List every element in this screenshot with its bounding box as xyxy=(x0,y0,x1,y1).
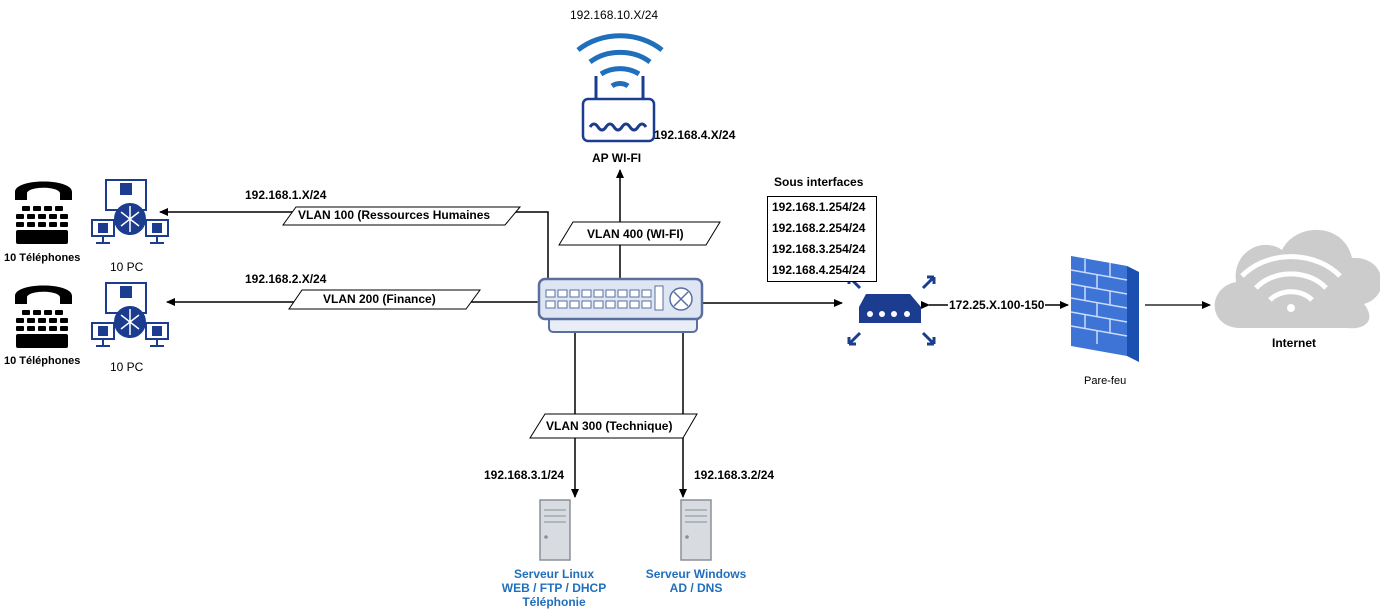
wifi-access-point-icon xyxy=(576,33,664,143)
vlan300-shape xyxy=(529,413,698,439)
firewall-icon xyxy=(1070,256,1139,362)
vlan100-label: VLAN 100 (Ressources Humaines xyxy=(298,208,491,222)
phones-label-1: 10 Téléphones xyxy=(4,252,81,264)
linux-server-icon xyxy=(539,499,571,561)
windows-server-services: AD / DNS xyxy=(669,581,723,595)
vlan400-label: VLAN 400 (WI-FI) xyxy=(587,227,684,241)
sub-interface-item: 192.168.2.254/24 xyxy=(772,221,866,235)
link-vlan100 xyxy=(159,208,552,286)
pc-group-icon xyxy=(91,179,169,244)
firewall-label: Pare-feu xyxy=(1084,375,1127,387)
switch-icon xyxy=(537,277,704,333)
phones-label-2: 10 Téléphones xyxy=(4,355,81,367)
windows-server-ip: 192.168.3.2/24 xyxy=(694,468,775,482)
linux-server-ip: 192.168.3.1/24 xyxy=(484,468,565,482)
vlan400-shape xyxy=(558,221,721,246)
ap-network-label: 192.168.10.X/24 xyxy=(570,8,659,22)
sub-interface-item: 192.168.1.254/24 xyxy=(772,200,866,214)
pcs-label-1: 10 PC xyxy=(110,260,144,274)
internet-cloud-icon xyxy=(1214,229,1380,329)
sub-interface-item: 192.168.4.254/24 xyxy=(772,263,866,277)
linux-server-name: Serveur Linux xyxy=(513,567,595,581)
vlan300-label: VLAN 300 (Technique) xyxy=(546,419,673,433)
wan-range-label: 172.25.X.100-150 xyxy=(948,298,1046,312)
vlan200-shape xyxy=(288,289,481,310)
internet-label: Internet xyxy=(1272,336,1317,350)
sub-interfaces-box: 192.168.1.254/24 192.168.2.254/24 192.16… xyxy=(767,196,877,282)
vlan100-shape xyxy=(282,206,522,226)
ap-mgmt-ip-label: 192.168.4.X/24 xyxy=(654,128,736,142)
pcs-label-2: 10 PC xyxy=(110,360,144,374)
pc-group-icon xyxy=(91,282,169,347)
windows-server-icon xyxy=(680,499,712,561)
sub-interface-item: 192.168.3.254/24 xyxy=(772,242,866,256)
host-row2-ip: 192.168.2.X/24 xyxy=(245,272,327,286)
linux-server-services: WEB / FTP / DHCP xyxy=(501,581,607,595)
sub-interfaces-title: Sous interfaces xyxy=(774,175,864,189)
telephone-icon xyxy=(15,181,72,244)
vlan200-label: VLAN 200 (Finance) xyxy=(323,292,436,306)
ap-label: AP WI-FI xyxy=(592,151,642,165)
telephone-icon xyxy=(15,285,72,348)
linux-server-label: Serveur Linux WEB / FTP / DHCP Téléphoni… xyxy=(494,567,614,609)
linux-server-telephony: Téléphonie xyxy=(522,595,586,609)
host-row1-ip: 192.168.1.X/24 xyxy=(245,188,327,202)
windows-server-label: Serveur Windows AD / DNS xyxy=(636,567,756,595)
router-icon xyxy=(847,275,936,346)
windows-server-name: Serveur Windows xyxy=(645,567,747,581)
